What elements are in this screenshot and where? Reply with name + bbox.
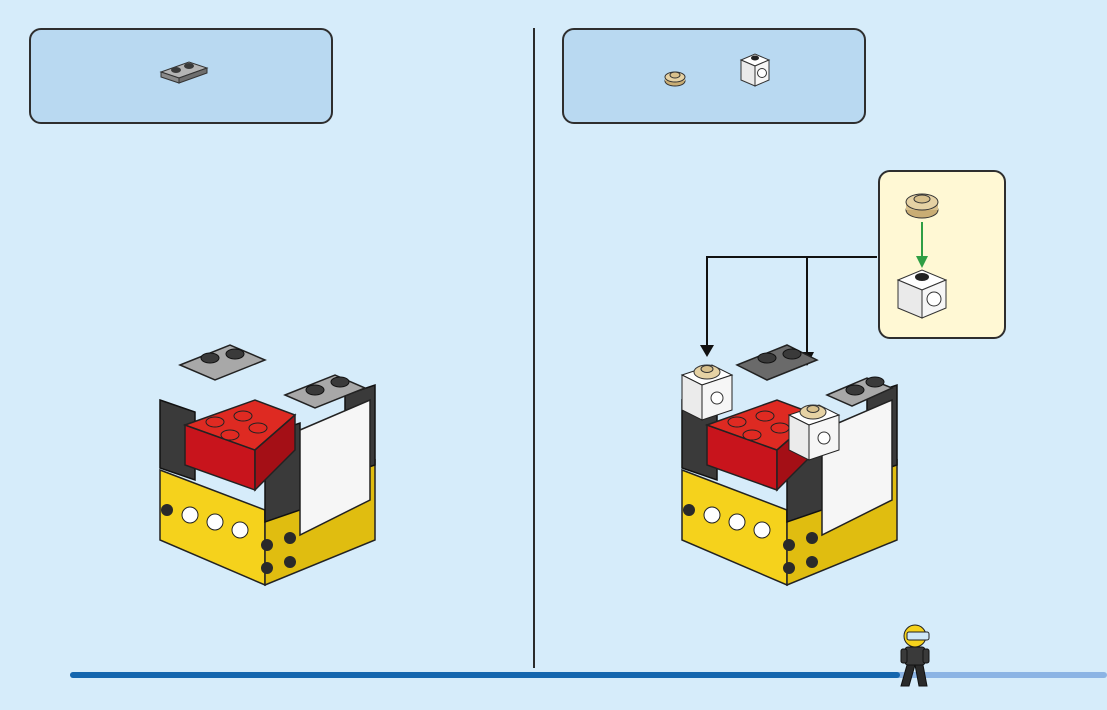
parts-needed-box [29,28,333,124]
progress-bar-fill [70,672,900,678]
attach-round-plate-diagram [880,172,1004,337]
left-step-panel [0,0,536,710]
progress-bar [70,672,1107,678]
right-step-panel [537,0,1107,710]
step-divider [533,28,535,668]
minifigure-progress-marker-icon [893,622,943,690]
gray-plate-1x2-icon [159,56,209,84]
sub-assembly-callout [878,170,1006,339]
model-assembly-right [677,340,907,590]
parts-needed-box [562,28,866,124]
model-assembly-left [155,340,385,590]
white-brick-with-hole-icon [738,50,772,88]
tan-round-plate-icon [664,68,686,88]
